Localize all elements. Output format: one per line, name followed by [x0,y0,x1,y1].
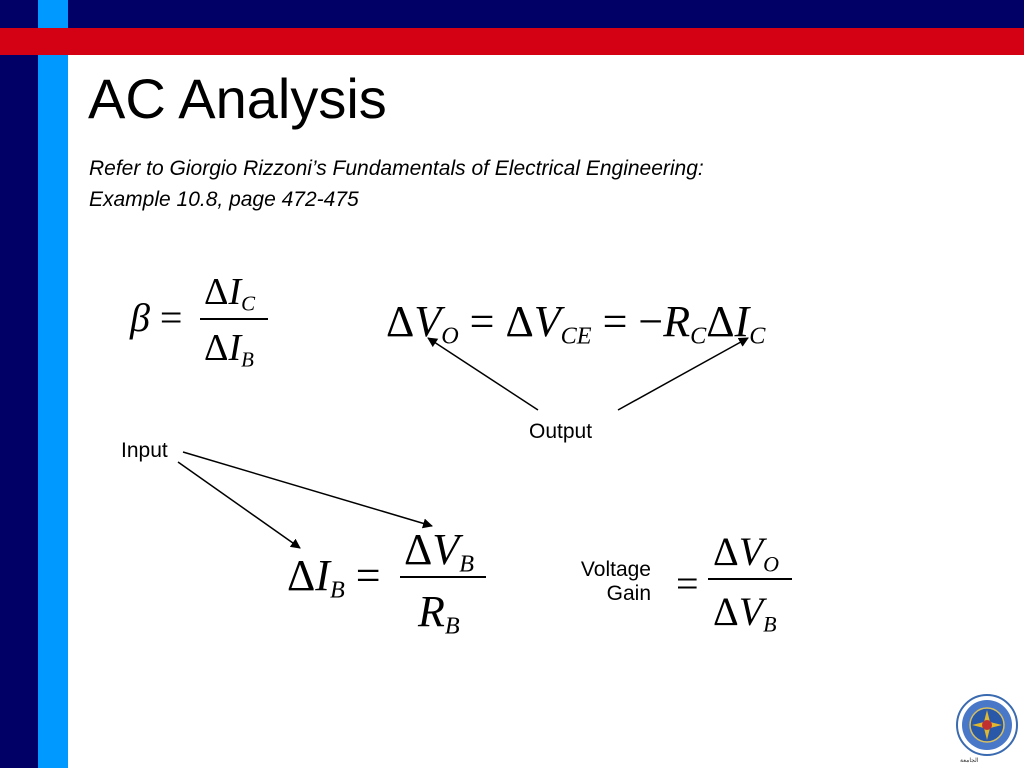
university-seal-icon [956,694,1018,756]
base-current-lhs: ΔIB = [287,551,381,604]
base-current-fraction-line [400,576,486,578]
top-blue-cap [38,0,68,28]
reference-line-2: Example 10.8, page 472-475 [89,188,359,211]
base-current-numerator: ΔVB [404,525,474,578]
reference-text: Refer to Giorgio Rizzoni’s Fundamentals … [89,153,704,215]
gain-numerator: ΔVO [713,529,780,577]
left-blue-bar [38,0,68,768]
beta-fraction-line [200,318,268,320]
gain-label: Gain [606,582,651,605]
input-arrow-upper [182,451,433,529]
voltage-gain-label: Voltage Gain [567,558,651,606]
gain-equals: = [676,561,699,606]
beta-denominator: ΔIB [204,327,254,372]
beta-numerator: ΔIC [204,271,256,316]
reference-line-1: Refer to Giorgio Rizzoni’s Fundamentals … [89,157,704,180]
gain-fraction-line [708,578,792,580]
output-label: Output [529,420,593,443]
left-navy-bar [0,0,38,768]
logo-caption: الجامعة [960,758,979,764]
input-arrow-lower [177,461,301,549]
voltage-label: Voltage [580,558,651,581]
top-navy-bar [68,0,1024,28]
beta-lhs: β = [130,295,183,340]
base-current-denominator: RB [418,587,460,640]
gain-denominator: ΔVB [713,589,777,637]
output-equation: ΔVO = ΔVCE = −RCΔIC [386,297,766,350]
input-label: Input [121,439,168,462]
slide-title: AC Analysis [88,67,387,130]
top-red-bar [0,28,1024,55]
